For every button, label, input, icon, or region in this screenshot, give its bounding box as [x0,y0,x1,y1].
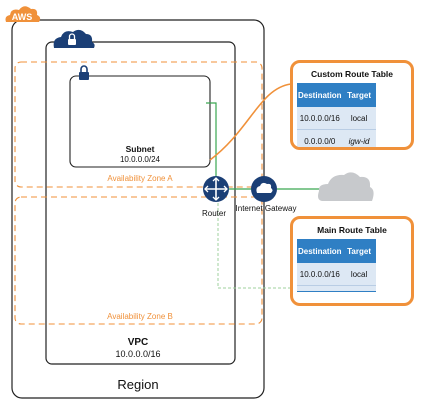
route-target: igw-id [342,129,376,147]
subnet-box [69,75,211,168]
aws-badge-text: AWS [12,12,33,22]
column-header-destination: Destination [297,83,343,107]
table-row: 10.0.0.0/16 local [297,263,376,286]
zone-a-label: Availability Zone A [107,174,173,183]
vpc-cidr: 10.0.0.0/16 [115,349,160,359]
table-row: 0.0.0.0/0 igw-id [297,129,376,147]
main-route-table: Main Route Table Destination Target 10.0… [290,216,414,306]
route-destination: 10.0.0.0/16 [297,107,343,130]
route-target: local [342,263,376,286]
main-route-table-title: Main Route Table [317,225,387,235]
subnet-route-table-connector [209,83,292,161]
table-row: 10.0.0.0/16 local [297,107,376,130]
column-header-target: Target [342,239,376,263]
router-icon [203,176,229,202]
zone-b-label: Availability Zone B [107,312,173,321]
subnet-router-link [206,102,217,186]
table-header-row: Destination Target [297,83,376,107]
column-header-destination: Destination [297,239,343,263]
custom-route-table-grid: Destination Target 10.0.0.0/16 local 0.0… [297,83,376,147]
internet-cloud-icon [318,172,374,201]
subnet-label: Subnet [126,144,155,154]
availability-zone-b [14,196,263,325]
route-target: local [342,107,376,130]
vpc-lock-cloud-icon [53,29,95,48]
table-blank-row [297,285,376,292]
aws-logo [5,6,41,22]
main-route-table-grid: Destination Target 10.0.0.0/16 local [297,239,376,292]
subnet-lock-icon [79,65,89,80]
region-label: Region [117,377,158,392]
table-header-row: Destination Target [297,239,376,263]
router-label: Router [202,209,226,218]
subnet-cidr: 10.0.0.0/24 [120,155,161,164]
route-destination: 10.0.0.0/16 [297,263,343,286]
vpc-box [45,41,236,365]
gateway-label: Internet Gateway [236,204,297,213]
availability-zone-a [14,61,263,188]
route-destination: 0.0.0.0/0 [297,129,343,147]
region-box [11,19,265,399]
custom-route-table-title: Custom Route Table [310,69,393,79]
custom-route-table: Custom Route Table Destination Target 10… [290,60,414,150]
column-header-target: Target [342,83,376,107]
internet-gateway-icon [251,176,277,202]
vpc-label: VPC [128,337,149,348]
main-route-table-association [217,203,290,289]
